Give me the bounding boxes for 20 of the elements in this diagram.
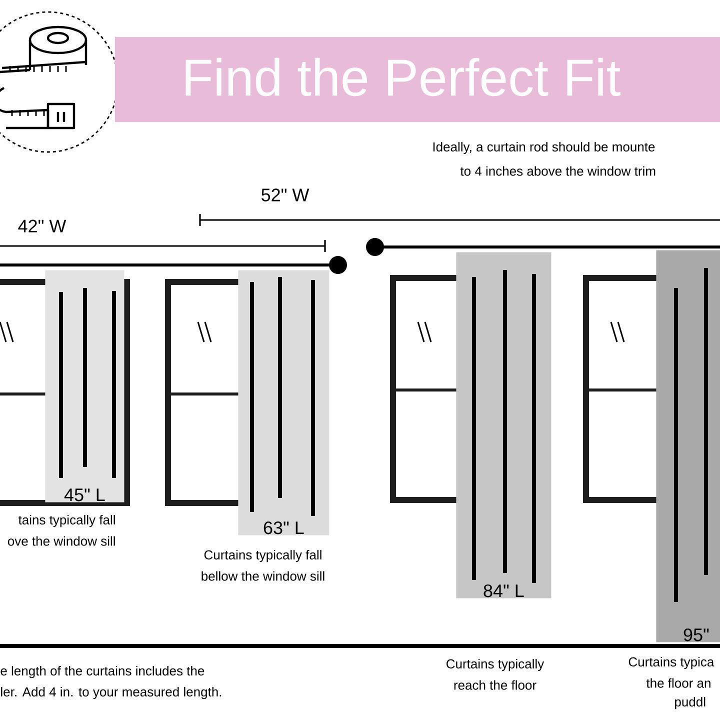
dimension-label: 42" W [18,220,66,232]
note-text: e length of the curtains includes the [0,666,204,678]
node-label: Curtains typically fall [204,550,322,562]
note-text: ler. Add 4 in. to your measured length. [1,686,222,700]
curtain-panel: 95" [656,250,720,642]
node-label: bellow the window sill [202,571,324,581]
note-text: to 4 inches above the window trim [460,166,656,176]
note-text: Ideally, a curtain rod should be mounte [433,142,655,154]
node-label: Curtains typically [446,658,544,672]
node-label: puddl [675,696,706,710]
title-banner: Find the Perfect Fit [115,37,720,122]
node-label: reach the floor [454,680,536,690]
node-label: ove the window sill [8,536,115,546]
node-label: Curtains typica [628,656,714,670]
node-label: the floor an [646,678,710,688]
curtain-panel: 45" L [45,270,124,502]
curtain-panel: 84" L [456,252,552,598]
curtain-panel: 63" L [238,270,330,536]
dimension-label: 52" W [262,188,310,202]
node-label: tains typically fall [18,514,115,528]
